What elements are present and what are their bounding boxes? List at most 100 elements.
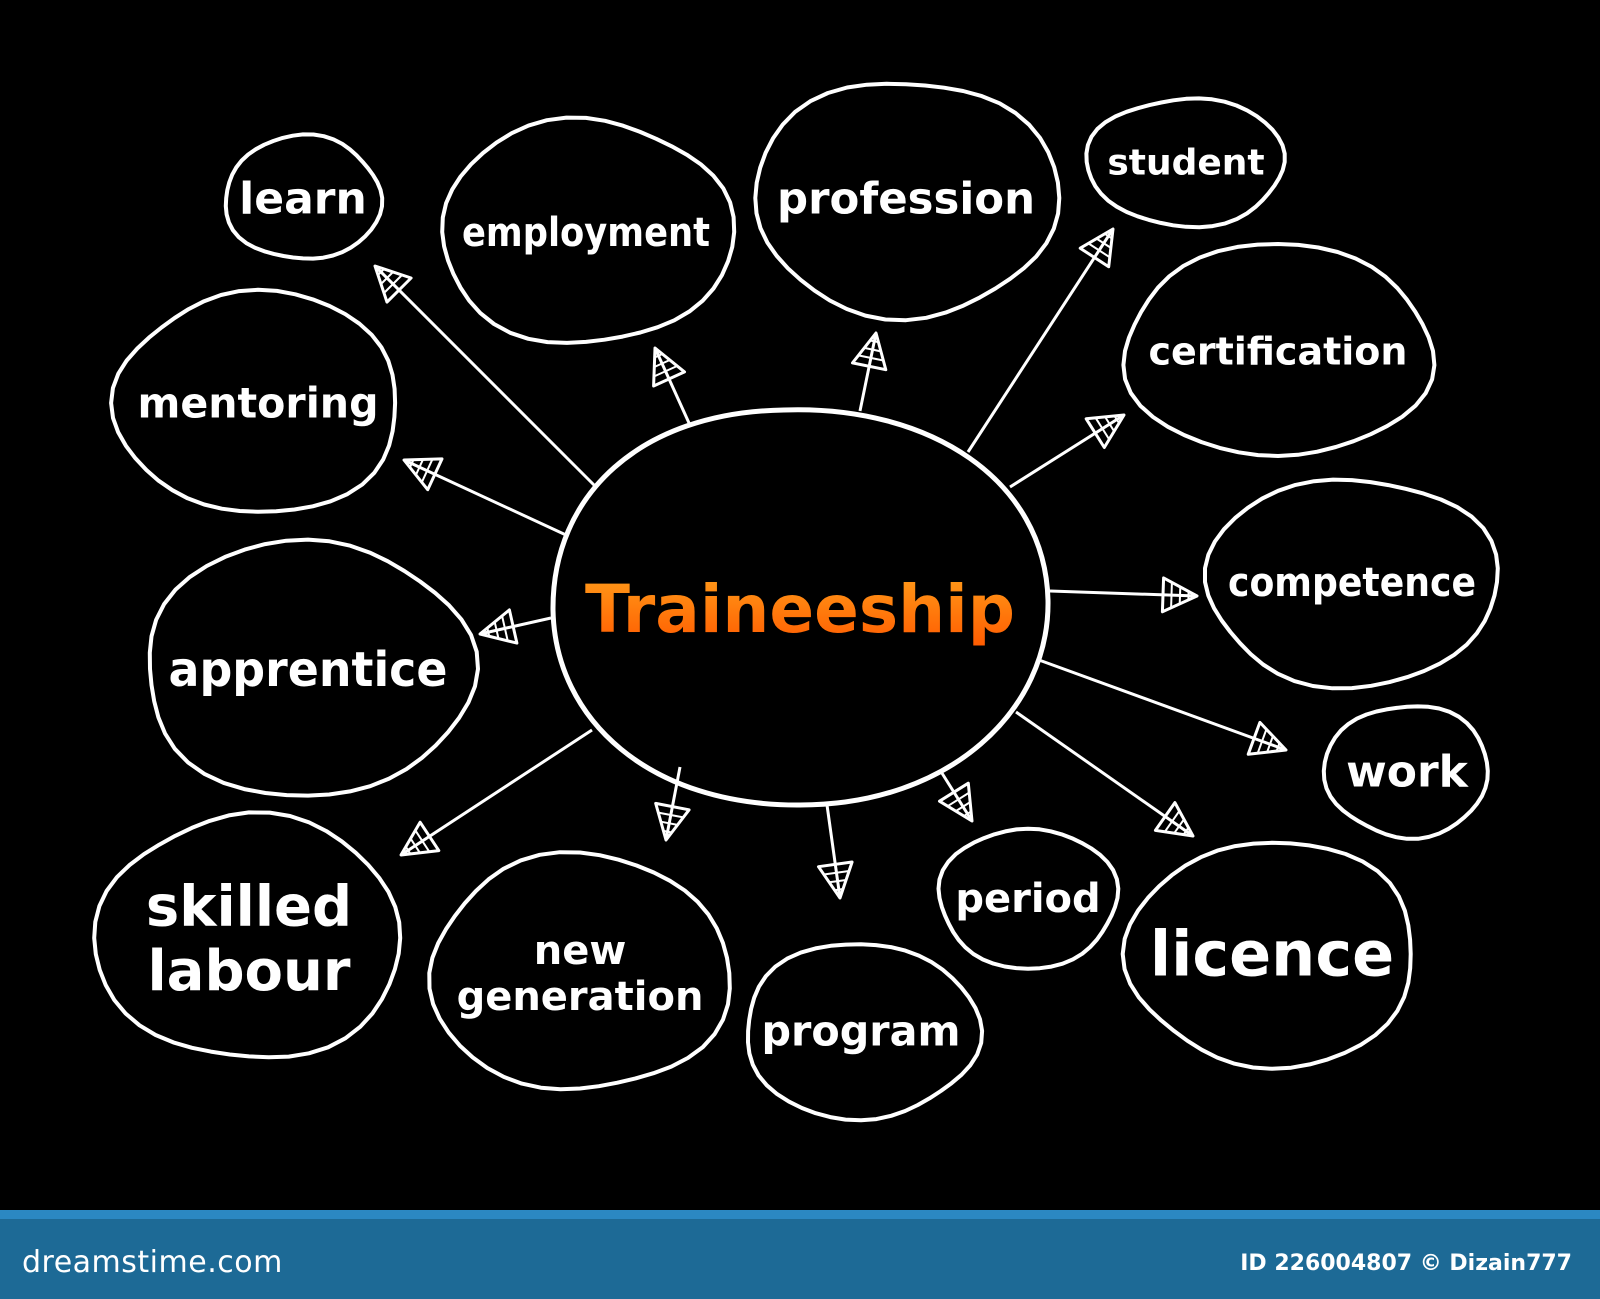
- arrow-hatch: [947, 791, 970, 808]
- topic-ellipse: [936, 826, 1121, 971]
- topic-label: student: [1107, 143, 1264, 184]
- arrow-hatch: [660, 820, 678, 826]
- topic-nodes: learn employment profession student mentorin…: [92, 81, 1500, 1123]
- topic-label: period: [955, 876, 1100, 922]
- arrow-hatch: [858, 354, 884, 362]
- arrow-hatch: [1094, 417, 1111, 440]
- arrow-hatch: [663, 829, 672, 834]
- arrow-hatch: [1113, 415, 1120, 424]
- topic-node-profession: profession: [753, 81, 1062, 323]
- arrow-hatch: [383, 274, 403, 294]
- mind-map-canvas: Traineeship learn employment profession stu…: [92, 81, 1500, 1123]
- arrow-hatch: [1266, 735, 1274, 753]
- arrow-hatch: [408, 459, 415, 468]
- arrow-hatch: [653, 365, 678, 378]
- connector-arrows: [373, 227, 1288, 900]
- topic-label: learn: [239, 173, 367, 224]
- connector-line-apprentice: [479, 616, 552, 636]
- topic-ellipse: [746, 942, 985, 1123]
- topic-node-employment: employment: [440, 115, 737, 345]
- connector-line-profession: [858, 332, 878, 412]
- arrow-hatch: [420, 458, 434, 483]
- center-topic: Traineeship: [550, 407, 1051, 808]
- arrow-hatch: [486, 627, 491, 637]
- topic-ellipse: [1321, 704, 1490, 841]
- topic-ellipse: [147, 537, 480, 798]
- footer-brand: dreamstime.com: [22, 1245, 283, 1280]
- topic-node-student: student: [1084, 96, 1287, 230]
- topic-label: skilled: [146, 874, 352, 939]
- topic-label: licence: [1150, 918, 1394, 991]
- topic-label: generation: [457, 974, 704, 1020]
- arrow-hatch: [829, 879, 847, 884]
- connector-line-mentoring: [403, 458, 567, 537]
- topic-node-licence: licence: [1120, 840, 1413, 1071]
- topic-node-competence: competence: [1203, 477, 1500, 691]
- arrow-hatch: [1170, 582, 1173, 608]
- arrow-hatch: [654, 353, 663, 359]
- topic-label: labour: [147, 939, 350, 1004]
- topic-label: profession: [777, 173, 1035, 224]
- arrow-hatch: [1275, 742, 1281, 752]
- arrow-hatch: [409, 838, 421, 854]
- arrow-hatch: [1163, 810, 1181, 833]
- topic-ellipse: [1121, 242, 1437, 458]
- connector-line-student: [966, 228, 1115, 453]
- arrow-hatch: [1104, 416, 1116, 432]
- topic-node-period: period: [936, 826, 1121, 971]
- center-ellipse: [550, 407, 1051, 808]
- arrow-hatch: [823, 870, 850, 876]
- topic-node-work: work: [1321, 704, 1490, 841]
- connector-line-new-generation: [664, 766, 682, 841]
- connector-line-work: [1038, 658, 1287, 752]
- topic-ellipse: [1084, 96, 1287, 230]
- arrow-head-icon: [373, 264, 413, 304]
- connector-line-learn: [373, 264, 598, 489]
- topic-label: competence: [1228, 560, 1476, 606]
- topic-node-program: program: [746, 942, 985, 1123]
- connector-line-skilled-labour: [400, 728, 593, 857]
- arrow-hatch: [834, 888, 844, 892]
- topic-label: work: [1346, 746, 1470, 797]
- topic-label: certification: [1149, 329, 1408, 373]
- arrow-hatch: [377, 268, 385, 276]
- connector-line-licence: [1015, 710, 1194, 838]
- topic-node-mentoring: mentoring: [109, 287, 398, 514]
- arrow-hatch: [1173, 818, 1185, 834]
- topic-label: apprentice: [169, 642, 448, 698]
- arrow-hatch: [493, 621, 500, 639]
- topic-ellipse: [753, 81, 1062, 323]
- topic-label: program: [762, 1007, 961, 1056]
- footer-image-id: ID 226004807 © Dizain777: [1240, 1251, 1572, 1276]
- topic-ellipse: [440, 115, 737, 345]
- connector-line-certification: [1009, 413, 1125, 489]
- connector-line-program: [825, 804, 842, 899]
- connector-line-competence: [1049, 589, 1198, 598]
- arrow-hatch: [414, 829, 431, 853]
- center-label: Traineeship: [585, 571, 1015, 648]
- arrow-hatch: [658, 811, 684, 819]
- topic-label: mentoring: [138, 379, 379, 428]
- topic-label: new: [534, 928, 627, 974]
- mind-map: Traineeship learn employment profession stu…: [92, 81, 1500, 1123]
- arrow-hatch: [1256, 728, 1268, 754]
- connector-line-employment: [653, 347, 691, 424]
- arrow-hatch: [1104, 232, 1113, 240]
- connector-line-period: [938, 769, 974, 822]
- topic-label: employment: [462, 210, 710, 256]
- arrow-hatch: [380, 271, 394, 285]
- topic-ellipse: [427, 850, 732, 1092]
- topic-ellipse: [109, 287, 398, 514]
- topic-node-learn: learn: [223, 132, 385, 261]
- arrow-hatch: [864, 346, 882, 353]
- topic-node-apprentice: apprentice: [147, 537, 480, 798]
- arrow-hatch: [653, 359, 671, 368]
- topic-ellipse: [1120, 840, 1413, 1071]
- arrow-head-icon: [654, 801, 691, 842]
- arrow-hatch: [1178, 586, 1182, 604]
- topic-ellipse: [1203, 477, 1500, 691]
- arrow-hatch: [414, 458, 424, 476]
- arrow-hatch: [963, 810, 972, 817]
